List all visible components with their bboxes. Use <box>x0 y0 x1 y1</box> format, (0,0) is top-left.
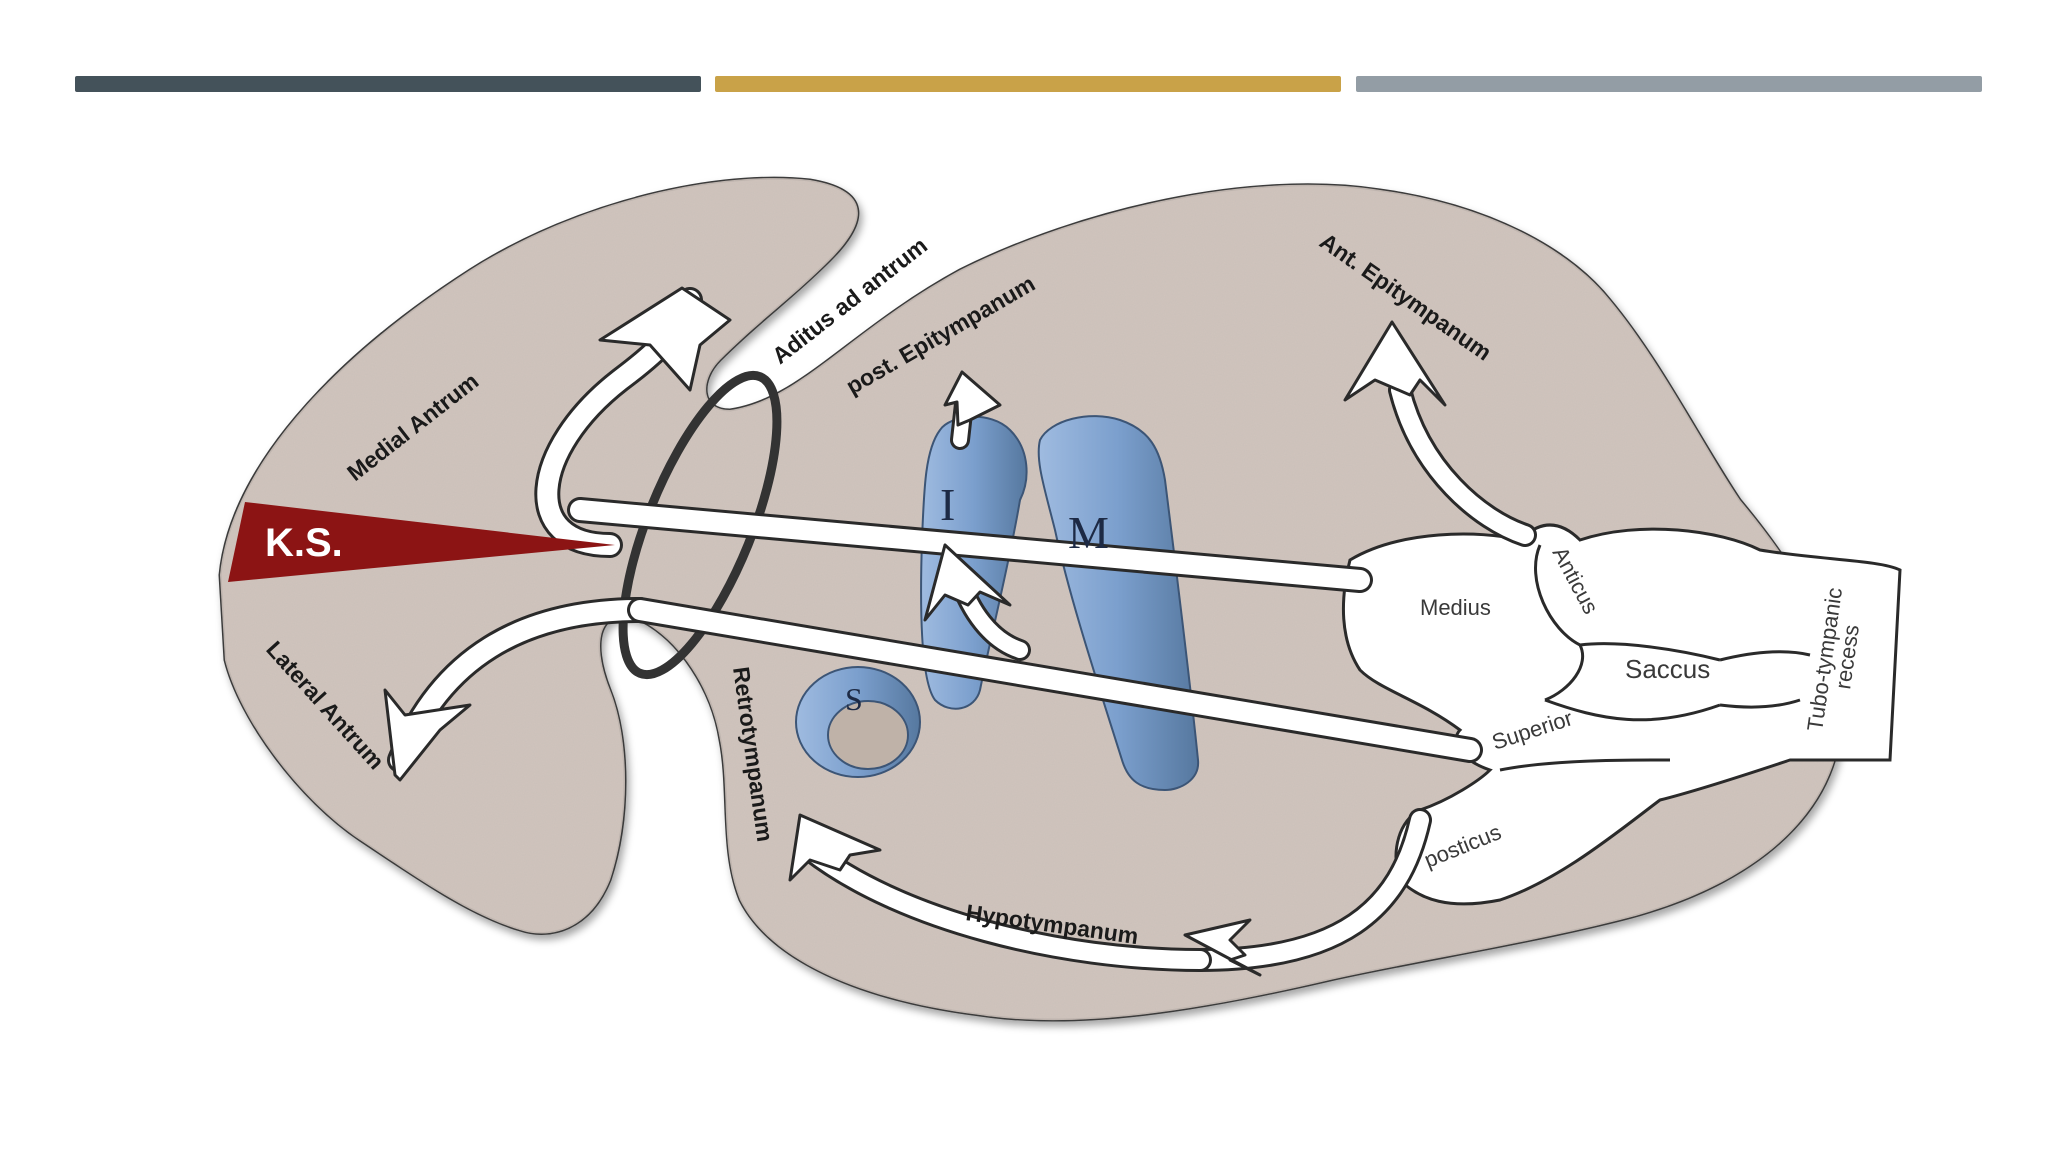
medius-label: Medius <box>1420 595 1491 620</box>
arrowhead-ant-epitympanum <box>1343 320 1447 407</box>
stapes <box>795 666 921 778</box>
incus-label: I <box>940 479 955 530</box>
saccus-region <box>1342 523 1902 906</box>
header-bar-gold <box>715 76 1341 92</box>
malleus-label: M <box>1068 507 1109 558</box>
pouch-dividers <box>1499 544 1811 772</box>
arrowhead-lateral-antrum <box>383 688 472 782</box>
arrowhead-post-epitympanum <box>943 370 1002 427</box>
arrowhead-incus <box>923 543 1012 622</box>
ks-wedge <box>228 502 615 582</box>
saccus-label: Saccus <box>1625 654 1710 684</box>
header-bar-gray <box>1356 76 1982 92</box>
ks-label: K.S. <box>265 521 343 565</box>
arrowheads <box>383 286 1447 977</box>
arrowhead-retrotympanum <box>788 813 882 882</box>
arrowhead-hypotympanum <box>1183 918 1262 977</box>
arrowhead-medial-antrum <box>598 286 732 392</box>
header-bar-dark <box>75 76 701 92</box>
stapes-label: S <box>845 681 863 717</box>
